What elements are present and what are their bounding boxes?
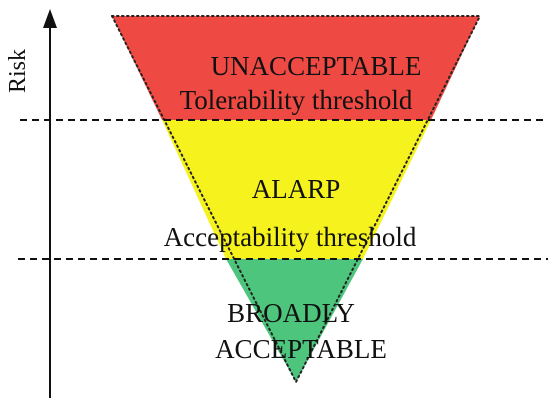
broadly-acceptable-label-line1: BROADLY xyxy=(227,298,355,328)
unacceptable-zone xyxy=(112,16,480,120)
alarp-label: ALARP xyxy=(252,174,341,204)
risk-axis-label: Risk xyxy=(5,49,31,93)
broadly-acceptable-label-line2: ACCEPTABLE xyxy=(215,334,387,364)
tolerability-threshold-label: Tolerability threshold xyxy=(180,85,413,115)
unacceptable-label: UNACCEPTABLE xyxy=(211,51,422,81)
risk-axis-arrowhead xyxy=(43,9,57,28)
acceptability-threshold-label: Acceptability threshold xyxy=(164,222,417,252)
triangle-outline-dotted xyxy=(111,15,481,385)
alarp-zone xyxy=(162,120,431,259)
broadly-acceptable-zone xyxy=(226,259,363,382)
